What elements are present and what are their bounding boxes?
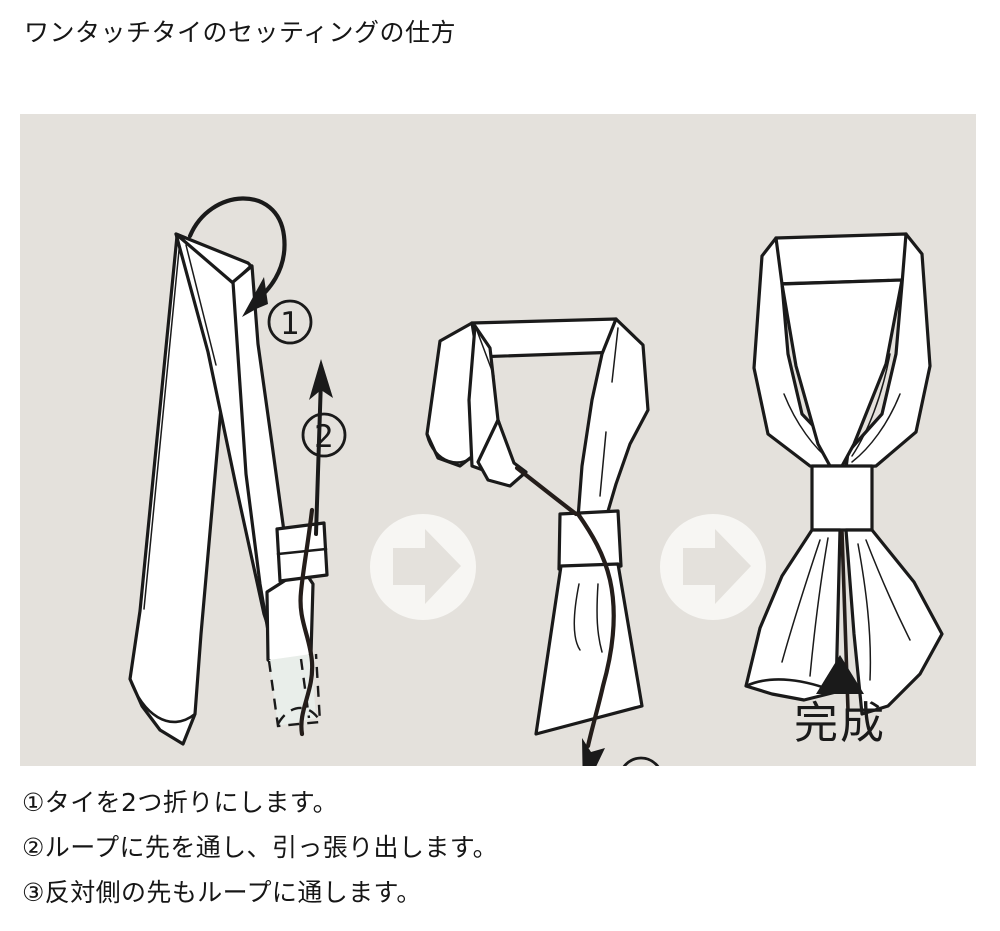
- svg-text:1: 1: [280, 306, 300, 342]
- step-marker-2: 2: [301, 412, 347, 458]
- step-marker-3: 3: [622, 756, 660, 766]
- illustration-panel: .cloth { fill:#ffffff; stroke:#1a1a1a; s…: [20, 114, 976, 766]
- completed-triangle: [816, 655, 864, 694]
- instruction-list: ①タイを2つ折りにします。 ②ループに先を通し、引っ張り出します。 ③反対側の先…: [22, 780, 972, 915]
- fold-tip: [476, 418, 528, 488]
- step-marker-1: 1: [267, 299, 313, 345]
- list-item: ③反対側の先もループに通します。: [22, 878, 422, 907]
- tie-setting-diagram: .cloth { fill:#ffffff; stroke:#1a1a1a; s…: [128, 196, 944, 766]
- done-label: 完成: [794, 698, 886, 749]
- hanging-skirt: [534, 562, 644, 736]
- tie-cord: [298, 507, 315, 737]
- list-item: ②ループに先を通し、引っ張り出します。: [22, 833, 499, 862]
- svg-text:3: 3: [631, 763, 651, 766]
- step-3-illustration: 完成: [744, 232, 944, 749]
- list-item: ①タイを2つ折りにします。: [22, 788, 339, 817]
- right-arrow-icon: [660, 514, 766, 620]
- neck-band-top: [470, 317, 622, 359]
- svg-text:2: 2: [314, 419, 334, 455]
- right-lower-wing: [844, 528, 944, 716]
- step-2-illustration: 3: [425, 317, 660, 766]
- page-title: ワンタッチタイのセッティングの仕方: [24, 18, 457, 47]
- left-lower-wing: [744, 528, 842, 702]
- right-arrow-icon: [370, 514, 476, 620]
- center-knot-band: [810, 464, 874, 532]
- step-1-illustration: 1 2: [128, 196, 347, 746]
- tie-lower-tip: [265, 567, 322, 728]
- fold-arrow-1: [187, 196, 287, 317]
- collar-band: [772, 232, 910, 286]
- cord-through-knot: [514, 465, 616, 766]
